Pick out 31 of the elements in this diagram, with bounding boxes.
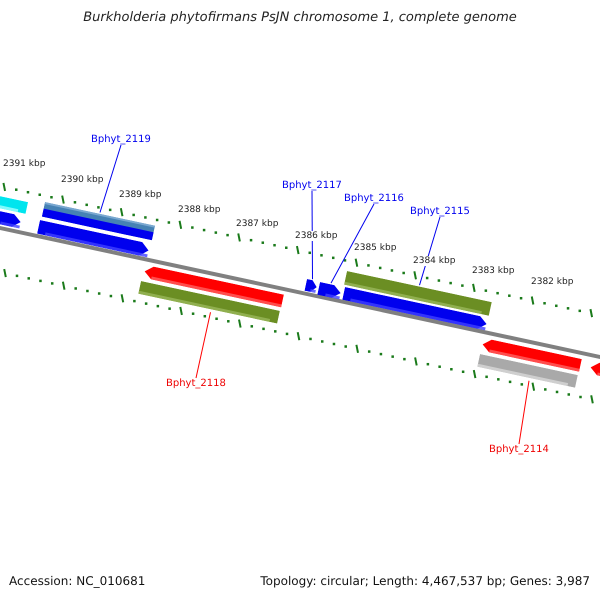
title: Burkholderia phytofirmans PsJN chromosome 1, complete genome bbox=[82, 10, 518, 25]
footer-text: Topology: circular; Length: 4,467,537 bp; Genes: 3,987 bbox=[260, 574, 590, 588]
leader-line bbox=[312, 190, 313, 280]
gene-label: Bphyt_2116 bbox=[344, 193, 404, 204]
scale-label: 2389 kbp bbox=[119, 190, 162, 200]
scale-label: 2386 kbp bbox=[295, 231, 338, 241]
leader-line bbox=[330, 204, 374, 284]
scale-label: 2391 kbp bbox=[3, 159, 46, 169]
scale-label: 2390 kbp bbox=[61, 175, 104, 185]
gene-feature bbox=[0, 210, 22, 228]
gene-feature bbox=[481, 338, 582, 372]
gene-bar bbox=[0, 194, 28, 214]
scale-label: 2383 kbp bbox=[472, 266, 514, 276]
gene-label: Bphyt_2114 bbox=[489, 444, 549, 455]
gene-feature bbox=[304, 279, 318, 294]
leader-line bbox=[518, 380, 530, 444]
gene-feature bbox=[143, 265, 284, 308]
gene-bar bbox=[42, 202, 155, 240]
scale-label: 2384 kbp bbox=[413, 256, 456, 266]
footer-text: Accession: NC_010681 bbox=[9, 574, 146, 588]
leader-line bbox=[100, 144, 122, 213]
leader-line bbox=[196, 312, 211, 378]
gene-label: Bphyt_2117 bbox=[282, 180, 342, 191]
scale-label: 2387 kbp bbox=[236, 219, 278, 229]
gene-label: Bphyt_2119 bbox=[91, 134, 151, 145]
gene-label: Bphyt_2115 bbox=[410, 206, 470, 217]
scale-label: 2382 kbp bbox=[531, 277, 574, 287]
scale-label: 2388 kbp bbox=[178, 205, 220, 215]
gene-label: Bphyt_2118 bbox=[166, 378, 226, 389]
scale-label: 2385 kbp bbox=[354, 243, 396, 253]
leader-line bbox=[419, 216, 440, 286]
